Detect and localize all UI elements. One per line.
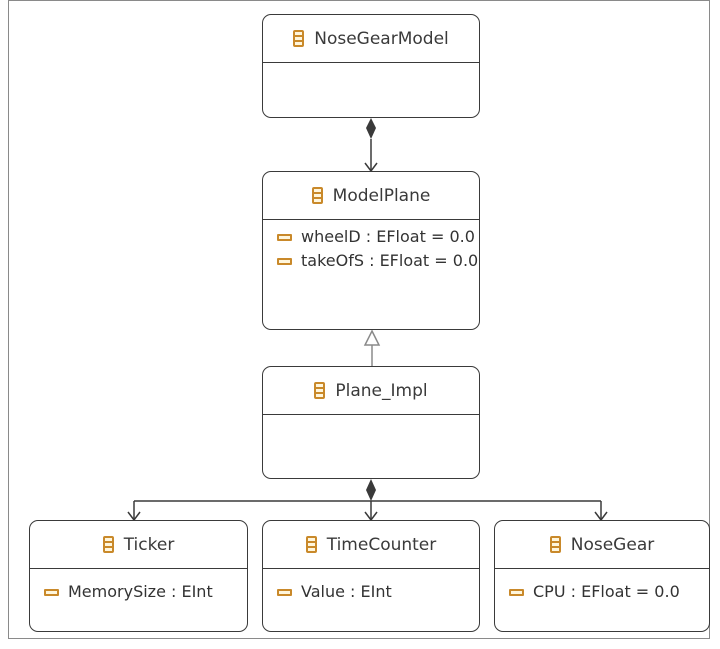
- composition-diamond: [366, 479, 376, 501]
- attribute-label: MemorySize : EInt: [68, 582, 213, 601]
- generalization-planeimpl-modelplane[interactable]: [363, 329, 381, 366]
- composition-planeimpl-children[interactable]: [127, 479, 608, 522]
- attribute-row[interactable]: CPU : EFloat = 0.0: [509, 581, 709, 602]
- attribute-list: CPU : EFloat = 0.0: [495, 569, 709, 602]
- eattribute-icon: [44, 589, 59, 596]
- eclass-icon: [311, 187, 323, 204]
- diagram-frame: [8, 0, 710, 639]
- eattribute-icon: [277, 234, 292, 241]
- attribute-row[interactable]: Value : EInt: [277, 581, 479, 602]
- eattribute-icon: [277, 589, 292, 596]
- class-modelplane[interactable]: ModelPlane wheelD : EFloat = 0.0 takeOfS…: [262, 171, 480, 330]
- class-name: NoseGearModel: [314, 28, 449, 49]
- eclass-icon: [305, 536, 317, 553]
- eclass-icon: [102, 536, 114, 553]
- attribute-row[interactable]: wheelD : EFloat = 0.0: [277, 226, 479, 247]
- attribute-label: takeOfS : EFloat = 0.0: [301, 251, 479, 270]
- class-header: NoseGearModel: [263, 15, 479, 63]
- eclass-icon: [293, 30, 305, 47]
- attribute-label: Value : EInt: [301, 582, 392, 601]
- class-name: Ticker: [123, 534, 175, 555]
- class-ticker[interactable]: Ticker MemorySize : EInt: [29, 520, 248, 632]
- attribute-row[interactable]: takeOfS : EFloat = 0.0: [277, 250, 479, 271]
- class-nosegearmodel[interactable]: NoseGearModel: [262, 14, 480, 118]
- class-header: ModelPlane: [263, 172, 479, 220]
- generalization-triangle: [363, 329, 381, 346]
- class-header: Plane_Impl: [263, 367, 479, 415]
- class-timecounter[interactable]: TimeCounter Value : EInt: [262, 520, 480, 632]
- attribute-label: wheelD : EFloat = 0.0: [301, 227, 475, 246]
- eclass-icon: [549, 536, 561, 553]
- class-name: TimeCounter: [326, 534, 437, 555]
- class-name: ModelPlane: [332, 185, 431, 206]
- class-nosegear[interactable]: NoseGear CPU : EFloat = 0.0: [494, 520, 710, 632]
- class-header: Ticker: [30, 521, 247, 569]
- attribute-row[interactable]: MemorySize : EInt: [44, 581, 247, 602]
- class-header: NoseGear: [495, 521, 709, 569]
- composition-nosegearmodel-modelplane[interactable]: [364, 118, 378, 173]
- class-planeimpl[interactable]: Plane_Impl: [262, 366, 480, 479]
- attribute-list: MemorySize : EInt: [30, 569, 247, 602]
- attribute-list: Value : EInt: [263, 569, 479, 602]
- eattribute-icon: [509, 589, 524, 596]
- class-header: TimeCounter: [263, 521, 479, 569]
- class-name: Plane_Impl: [335, 380, 428, 401]
- attribute-list: wheelD : EFloat = 0.0 takeOfS : EFloat =…: [263, 220, 479, 271]
- eattribute-icon: [277, 258, 292, 265]
- composition-diamond: [366, 118, 376, 139]
- eclass-icon: [314, 382, 326, 399]
- attribute-label: CPU : EFloat = 0.0: [533, 582, 680, 601]
- class-name: NoseGear: [570, 534, 655, 555]
